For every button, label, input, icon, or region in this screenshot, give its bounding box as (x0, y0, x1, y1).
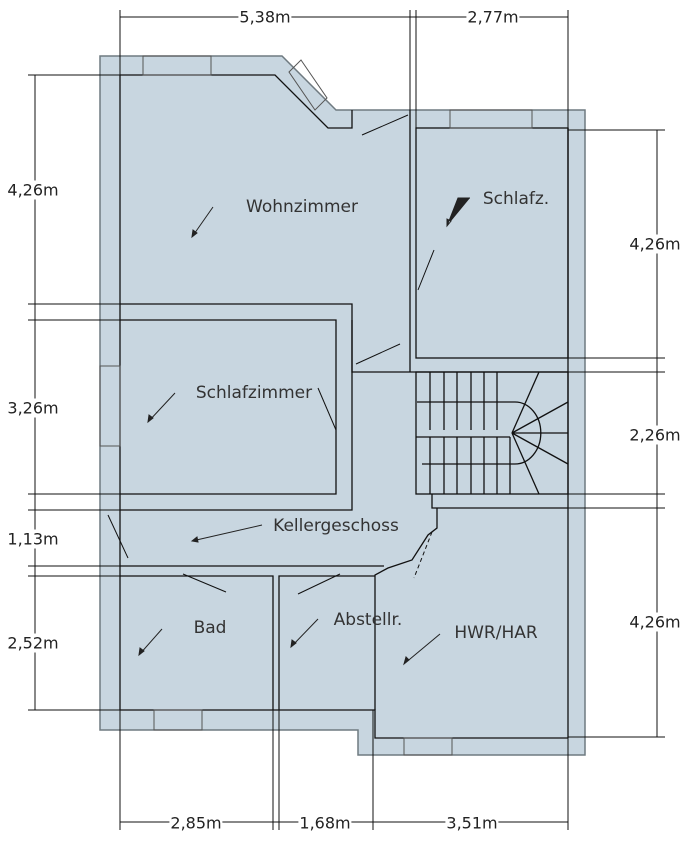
wall-schlafzimmer (120, 319, 337, 495)
dimension-top-1: 5,38m (238, 7, 292, 27)
dimension-bottom-2: 1,68m (298, 813, 352, 833)
arrow-icon (446, 197, 470, 228)
windows (99, 55, 533, 756)
dimension-bottom-3: 3,51m (445, 813, 499, 833)
wall-bad (120, 575, 274, 710)
dimension-left-2: 3,26m (6, 398, 60, 418)
dimension-left-3: 1,13m (6, 529, 60, 549)
arrow-icon (403, 633, 441, 666)
dimension-left-4: 2,52m (6, 633, 60, 653)
arrow-icon (147, 392, 176, 424)
inner-wall-bottom (120, 709, 568, 739)
room-label-bad: Bad (193, 618, 227, 638)
door-swings (107, 114, 435, 595)
room-label-hwr-har: HWR/HAR (454, 623, 538, 643)
room-label-wohnzimmer: Wohnzimmer (246, 197, 358, 217)
wall-flur (120, 320, 353, 511)
room-label-kellergeschoss: Kellergeschoss (273, 516, 399, 536)
dimension-left-1: 4,26m (6, 180, 60, 200)
dimension-right-3: 4,26m (628, 612, 682, 632)
wall-abstell (278, 575, 375, 710)
dimension-top-2: 2,77m (466, 7, 520, 27)
wall-hwr-top (431, 494, 568, 509)
stair-treads (417, 371, 569, 495)
dimension-bottom-1: 2,85m (169, 813, 223, 833)
arrow-icon (138, 628, 163, 657)
wall-hwr-left (374, 508, 438, 710)
inner-wall-top (120, 74, 353, 129)
arrow-icon (190, 524, 263, 543)
building-outline (99, 55, 586, 756)
arrow-icon (191, 206, 214, 239)
room-label-schlafzimmer: Schlafzimmer (195, 383, 313, 403)
dimension-right-1: 4,26m (628, 234, 682, 254)
room-label-abstellr: Abstellr. (333, 610, 403, 630)
dimension-right-2: 2,26m (628, 425, 682, 445)
arrow-icon (290, 618, 319, 649)
room-label-schlafz: Schlafz. (482, 189, 550, 209)
